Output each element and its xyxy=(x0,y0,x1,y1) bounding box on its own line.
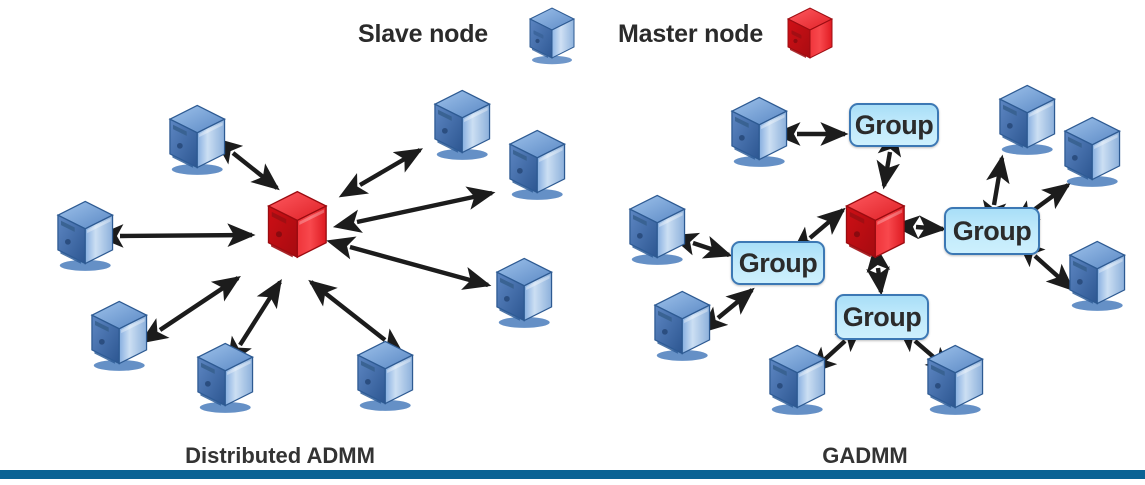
legend-master-icon xyxy=(780,4,838,71)
slave-node xyxy=(722,92,794,175)
group-box-left[interactable]: Group xyxy=(731,241,825,285)
group-box-top[interactable]: Group xyxy=(849,103,939,147)
panel-title-gadmm: GADMM xyxy=(822,443,908,468)
slave-node xyxy=(348,336,420,419)
slave-node xyxy=(82,296,154,379)
slave-node xyxy=(160,100,232,183)
connector-slave-master xyxy=(95,223,256,248)
connector-slave-master xyxy=(338,148,424,198)
group-box-label: Group xyxy=(952,215,1032,246)
group-box-bottom[interactable]: Group xyxy=(835,294,929,340)
slave-node xyxy=(425,85,497,168)
slave-node xyxy=(645,286,717,369)
legend-master-label: Master node xyxy=(618,20,764,48)
connector-slave-master xyxy=(226,279,282,366)
connector-slave-master xyxy=(308,279,405,356)
slave-node xyxy=(188,338,260,421)
bottom-accent-bar xyxy=(0,470,1145,479)
slave-node xyxy=(1060,236,1132,319)
panel-title-distributed-admm: Distributed ADMM xyxy=(185,443,375,468)
slave-node xyxy=(620,190,692,273)
connector-slave-master xyxy=(139,276,241,344)
legend-slave-icon xyxy=(522,4,580,71)
group-box-label: Group xyxy=(842,301,922,332)
slave-node xyxy=(918,340,990,423)
connector-slave-master xyxy=(332,186,496,233)
slave-node xyxy=(487,253,559,336)
group-box-label: Group xyxy=(738,247,818,278)
connector-slave-group xyxy=(669,232,733,259)
connector-slave-master xyxy=(326,236,492,290)
group-box-right[interactable]: Group xyxy=(944,207,1040,255)
slave-node xyxy=(48,196,120,279)
slave-node xyxy=(1055,112,1127,195)
legend-slave-label: Slave node xyxy=(358,20,488,48)
slave-node xyxy=(500,125,572,208)
master-node xyxy=(258,186,334,273)
master-node xyxy=(836,186,912,273)
slave-node xyxy=(990,80,1062,163)
connector-group-master xyxy=(876,127,902,190)
group-box-label: Group xyxy=(854,109,934,140)
connector-slave-master xyxy=(213,137,280,191)
connector-master-group xyxy=(891,215,947,240)
slave-node xyxy=(760,340,832,423)
connector-group-slave xyxy=(982,154,1010,230)
connector-slave-group xyxy=(698,287,755,334)
